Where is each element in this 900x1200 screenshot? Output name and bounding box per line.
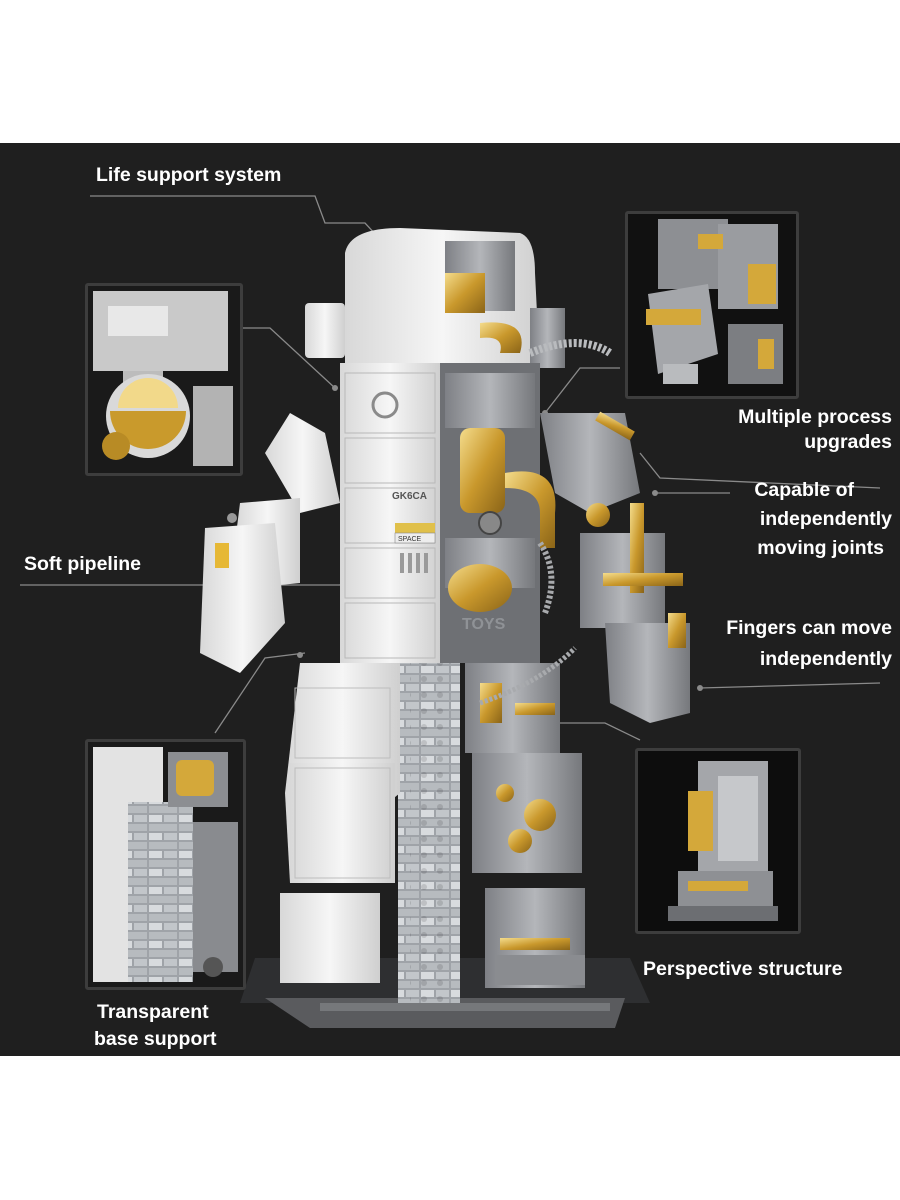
- helmet-detail-image: [88, 286, 240, 473]
- watermark-text: TOYS: [462, 616, 506, 633]
- label-joints-line3: moving joints: [757, 537, 884, 559]
- leader-fingers: [699, 682, 881, 689]
- inset-helmet-detail: [85, 283, 243, 476]
- leg-structure-image: [638, 751, 798, 931]
- label-perspective: Perspective structure: [643, 958, 843, 980]
- leader-inset-top-left: [236, 327, 336, 389]
- label-joints-line2: independently: [759, 508, 892, 530]
- label-soft-pipeline: Soft pipeline: [24, 553, 141, 575]
- leader-transparent: [214, 652, 306, 734]
- label-multiple-process: Multiple process upgrades: [738, 405, 892, 455]
- label-joints-line1: Capable of: [754, 479, 854, 501]
- astronaut-model-illustration: GK6CA SPACE TOYS: [200, 228, 690, 1028]
- label-fingers: Fingers can move independently: [726, 613, 892, 675]
- chest-logo: GK6CA: [392, 491, 427, 502]
- label-joints: Capable of independently moving joints: [754, 476, 892, 563]
- product-feature-panel: GK6CA SPACE TOYS: [0, 143, 900, 1056]
- arm-mechanism-image: [628, 214, 796, 396]
- label-multiple-process-line2: upgrades: [804, 431, 892, 453]
- label-multiple-process-line1: Multiple process: [738, 406, 892, 428]
- label-transparent-line2: base support: [94, 1028, 217, 1050]
- transparent-base-image: [88, 742, 243, 987]
- inset-arm-mechanism: [625, 211, 799, 399]
- label-transparent: Transparent base support: [94, 999, 216, 1053]
- leader-perspective: [540, 722, 641, 741]
- inset-transparent-base: [85, 739, 246, 990]
- leader-multiple-process: [544, 367, 620, 414]
- label-transparent-line1: Transparent: [97, 1001, 209, 1023]
- label-fingers-line2: independently: [759, 648, 892, 670]
- label-fingers-line1: Fingers can move: [726, 617, 892, 639]
- inset-leg-structure: [635, 748, 801, 934]
- chest-plate-label: SPACE: [398, 536, 422, 543]
- leader-joints: [639, 452, 881, 489]
- label-life-support: Life support system: [96, 164, 282, 186]
